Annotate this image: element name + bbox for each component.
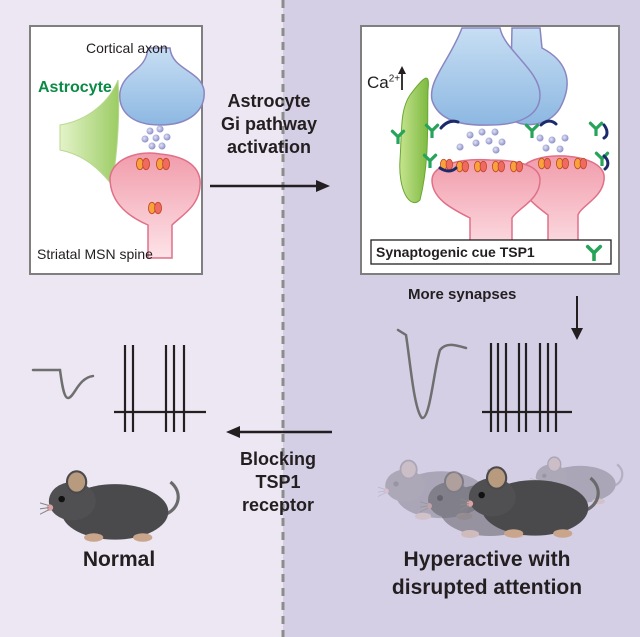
forward-step-line-2: Gi pathway	[220, 114, 318, 134]
tsp1-cue-label: Synaptogenic cue TSP1	[376, 244, 535, 260]
astrocyte-label: Astrocyte	[38, 79, 112, 96]
back-arrow	[226, 426, 332, 438]
ca-up-arrow-icon	[398, 66, 406, 90]
axon-terminal	[119, 47, 205, 126]
msn-spine-2	[519, 155, 605, 259]
outcome-hyperactive-line-1: Hyperactive with	[403, 548, 571, 571]
more-synapses-label: More synapses	[408, 286, 517, 303]
calcium-label: Ca2+	[367, 73, 400, 93]
msn-spine-1	[431, 158, 541, 259]
hyperactive-trace	[396, 328, 468, 420]
astrocyte-activated	[399, 77, 429, 203]
activated-synapse-panel	[360, 25, 620, 275]
astrocyte-shape	[59, 79, 120, 187]
vesicles-right	[456, 128, 569, 154]
calcium-symbol: Ca	[367, 73, 389, 92]
axon-terminal-1	[430, 27, 541, 126]
hyperactive-raster	[482, 343, 572, 432]
back-step-line-2: TSP1	[255, 472, 301, 492]
outcome-hyperactive-line-2: disrupted attention	[391, 576, 583, 599]
normal-synapse-panel	[29, 25, 205, 275]
forward-step-line-1: Astrocyte	[227, 91, 311, 111]
down-arrow	[571, 296, 583, 340]
tsp1-cue-box	[370, 239, 612, 265]
back-step-line-3: receptor	[241, 495, 315, 515]
vesicles-left	[141, 125, 171, 150]
outcome-normal-label: Normal	[82, 548, 156, 571]
normal-raster	[114, 345, 206, 432]
receptor-arcs	[438, 119, 610, 173]
forward-arrow	[210, 180, 330, 192]
calcium-charge: 2+	[388, 73, 401, 85]
msn-spine-label: Striatal MSN spine	[37, 246, 153, 262]
cortical-axon-label: Cortical axon	[86, 40, 168, 56]
back-step-line-1: Blocking	[239, 449, 316, 469]
forward-step-line-3: activation	[226, 137, 312, 157]
normal-trace	[31, 368, 95, 400]
